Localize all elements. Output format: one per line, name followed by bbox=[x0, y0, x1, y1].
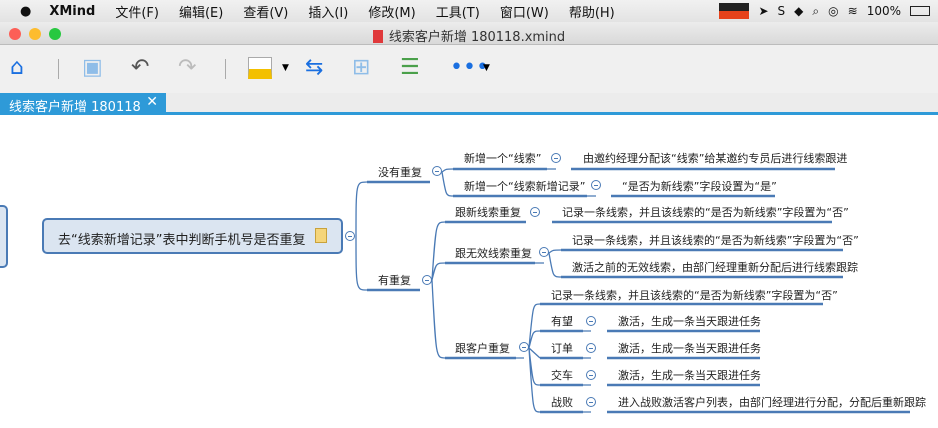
home-icon[interactable]: ⌂ bbox=[10, 55, 24, 80]
send-icon[interactable]: ➤ bbox=[758, 4, 769, 18]
collapse-icon[interactable] bbox=[586, 343, 596, 353]
more-icon[interactable]: ••• bbox=[450, 55, 489, 80]
close-window-button[interactable] bbox=[9, 28, 21, 40]
topic-leaf[interactable]: 记录一条线索，并且该线索的“是否为新线索”字段置为“否” bbox=[572, 234, 859, 247]
battery-percent: 100% bbox=[866, 4, 901, 18]
collapse-icon[interactable] bbox=[551, 153, 561, 163]
menu-edit[interactable]: 编辑(E) bbox=[178, 5, 224, 21]
menu-app[interactable]: XMind bbox=[49, 3, 96, 19]
collapse-icon[interactable] bbox=[530, 207, 540, 217]
summary-icon[interactable]: ☰ bbox=[400, 55, 420, 80]
cpu-graph-icon[interactable] bbox=[719, 3, 750, 19]
menu-help[interactable]: 帮助(H) bbox=[568, 5, 615, 21]
central-topic-label: 去“线索新增记录”表中判断手机号是否重复 bbox=[58, 233, 306, 248]
connector-lines bbox=[355, 167, 910, 414]
topic-leaf[interactable]: 激活，生成一条当天跟进任务 bbox=[618, 369, 761, 382]
topic-leaf[interactable]: 记录一条线索，并且该线索的“是否为新线索”字段置为“否” bbox=[562, 206, 849, 219]
s-icon[interactable]: S bbox=[777, 4, 786, 18]
topic-style-icon[interactable] bbox=[248, 57, 272, 79]
topic-leaf[interactable]: 由邀约经理分配该“线索”给某邀约专员后进行线索跟进 bbox=[583, 152, 848, 165]
collapse-icon[interactable] bbox=[586, 316, 596, 326]
topic-leaf[interactable]: 进入战败激活客户列表，由部门经理进行分配，分配后重新跟踪 bbox=[618, 396, 926, 409]
dropdown-arrow-icon[interactable]: ▼ bbox=[483, 63, 490, 73]
collapse-icon[interactable] bbox=[345, 231, 355, 241]
tab-document[interactable]: 线索客户新增 180118 ✕ bbox=[0, 93, 166, 115]
collapse-icon[interactable] bbox=[432, 166, 442, 176]
topic-dup-new-lead[interactable]: 跟新线索重复 bbox=[455, 206, 521, 219]
wechat-icon[interactable]: ◎ bbox=[828, 4, 839, 18]
topic-no-duplicate[interactable]: 没有重复 bbox=[378, 166, 422, 179]
collapse-icon[interactable] bbox=[586, 397, 596, 407]
menu-insert[interactable]: 插入(I) bbox=[308, 5, 349, 21]
collapse-icon[interactable] bbox=[586, 370, 596, 380]
topic-leaf[interactable]: 激活，生成一条当天跟进任务 bbox=[618, 342, 761, 355]
menu-bar: ● XMind 文件(F) 编辑(E) 查看(V) 插入(I) 修改(M) 工具… bbox=[0, 0, 938, 22]
undo-icon[interactable]: ↶ bbox=[131, 55, 150, 80]
collapse-icon[interactable] bbox=[591, 180, 601, 190]
topic-leaf[interactable]: 激活之前的无效线索，由部门经理重新分配后进行线索跟踪 bbox=[572, 261, 858, 274]
evernote-icon[interactable]: ◆ bbox=[794, 4, 804, 18]
relationship-icon[interactable]: ⇆ bbox=[305, 55, 324, 80]
collapse-icon[interactable] bbox=[519, 342, 529, 352]
menu-view[interactable]: 查看(V) bbox=[243, 5, 289, 21]
divider bbox=[58, 59, 59, 79]
save-icon[interactable]: ▣ bbox=[82, 55, 103, 80]
topic-status[interactable]: 战败 bbox=[551, 396, 573, 409]
collapse-icon[interactable] bbox=[539, 247, 549, 257]
window-title: 线索客户新增 180118.xmind bbox=[388, 30, 566, 45]
topic-leaf[interactable]: 记录一条线索，并且该线索的“是否为新线索”字段置为“否” bbox=[551, 289, 838, 302]
topic-dup-invalid-lead[interactable]: 跟无效线索重复 bbox=[455, 247, 532, 260]
note-icon[interactable] bbox=[315, 228, 327, 243]
topic-status[interactable]: 有望 bbox=[551, 315, 573, 328]
title-bar: 线索客户新增 180118.xmind bbox=[0, 22, 938, 45]
tab-label: 线索客户新增 180118 bbox=[9, 100, 141, 115]
battery-icon[interactable] bbox=[910, 6, 930, 16]
zoom-window-button[interactable] bbox=[49, 28, 61, 40]
topic-status[interactable]: 订单 bbox=[551, 342, 573, 355]
apple-icon[interactable]: ● bbox=[20, 3, 32, 19]
close-tab-icon[interactable]: ✕ bbox=[146, 94, 158, 110]
mind-map-canvas[interactable]: 去“线索新增记录”表中判断手机号是否重复 没有重复 新增一个“线索” 由邀约经理… bbox=[0, 118, 938, 428]
topic-leaf[interactable]: 激活，生成一条当天跟进任务 bbox=[618, 315, 761, 328]
topic-status[interactable]: 交车 bbox=[551, 369, 573, 382]
search-icon[interactable]: ⌕ bbox=[812, 3, 820, 18]
redo-icon[interactable]: ↷ bbox=[178, 55, 197, 80]
menu-file[interactable]: 文件(F) bbox=[115, 5, 159, 21]
structure-icon[interactable]: ⊞ bbox=[352, 55, 371, 80]
wifi-icon[interactable]: ≋ bbox=[847, 4, 858, 18]
topic-leaf[interactable]: “是否为新线索”字段设置为“是” bbox=[622, 180, 777, 193]
menu-modify[interactable]: 修改(M) bbox=[368, 5, 416, 21]
minimize-window-button[interactable] bbox=[29, 28, 41, 40]
menu-tools[interactable]: 工具(T) bbox=[435, 5, 480, 21]
topic-new-record[interactable]: 新增一个“线索新增记录” bbox=[464, 180, 586, 193]
xmind-file-icon bbox=[372, 30, 383, 43]
menu-window[interactable]: 窗口(W) bbox=[499, 5, 549, 21]
toolbar: ⌂ ▣ ↶ ↷ ▼ ⇆ ⊞ ☰ ••• ▼ bbox=[0, 45, 938, 93]
tab-bar: 线索客户新增 180118 ✕ bbox=[0, 93, 938, 115]
parent-topic-edge[interactable] bbox=[0, 205, 8, 268]
topic-dup-customer[interactable]: 跟客户重复 bbox=[455, 342, 510, 355]
topic-duplicate[interactable]: 有重复 bbox=[378, 274, 411, 287]
collapse-icon[interactable] bbox=[422, 275, 432, 285]
divider bbox=[225, 59, 226, 79]
central-topic[interactable]: 去“线索新增记录”表中判断手机号是否重复 bbox=[42, 218, 343, 254]
dropdown-arrow-icon[interactable]: ▼ bbox=[282, 63, 289, 73]
topic-new-lead[interactable]: 新增一个“线索” bbox=[464, 152, 542, 165]
